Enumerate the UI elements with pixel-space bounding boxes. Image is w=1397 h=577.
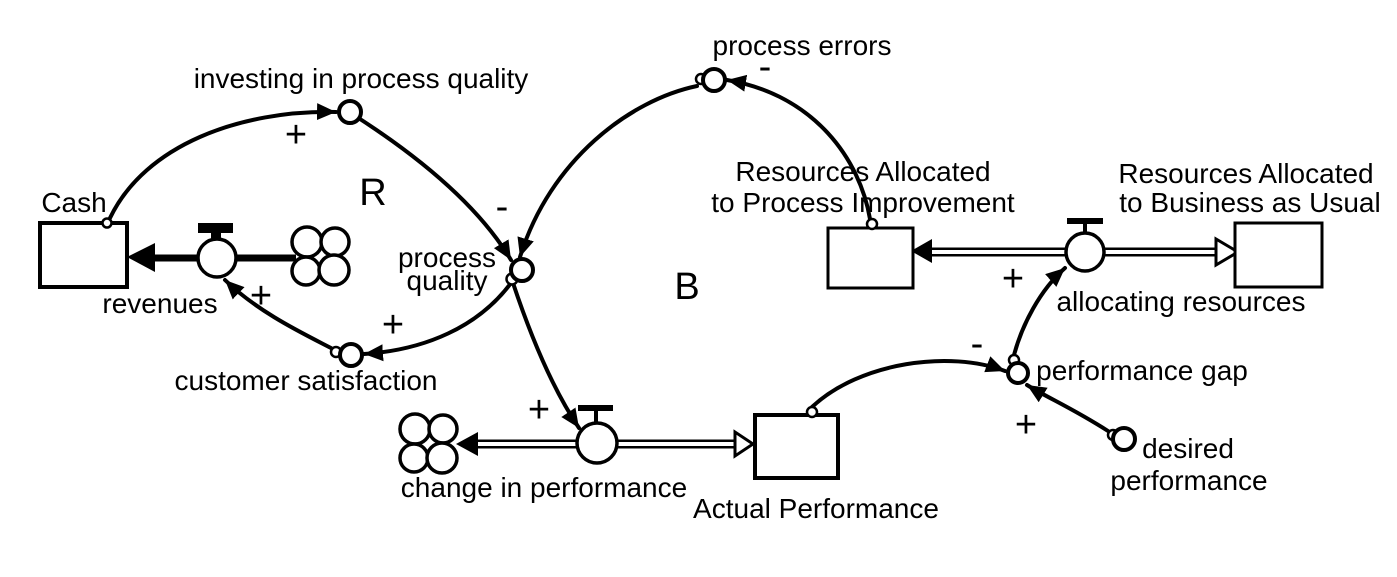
stock-resources-allocated-to-process-improvement — [826, 226, 915, 290]
node-desired-performance — [1111, 426, 1137, 452]
link-resources-improvement-to-process-errors — [725, 74, 872, 221]
link-performance-gap-to-allocating-resources — [1012, 266, 1067, 357]
stock-label-resources-process-improvement-line2: to Process Improvement — [711, 187, 1015, 218]
variable-label-desired-performance-line2: performance — [1110, 465, 1267, 496]
loop-label-balancing: B — [674, 266, 699, 308]
variable-label-investing-in-process-quality: investing in process quality — [194, 63, 529, 94]
node-process-errors — [701, 67, 727, 93]
polarity-sign-satisfaction-to-revenues: + — [250, 275, 272, 317]
takeoff-dot-actual-performance — [805, 405, 819, 419]
flow-label-revenues: revenues — [102, 288, 217, 319]
valve-icon-allocating-resources — [1064, 218, 1106, 273]
flow-hollow-arrowhead-into-actual-performance-stock — [733, 429, 756, 459]
polarity-sign-resources-to-errors: - — [759, 46, 772, 88]
polarity-sign-quality-to-change: + — [528, 389, 550, 431]
link-actual-performance-to-performance-gap — [810, 356, 1007, 409]
polarity-sign-desired-to-gap: + — [1015, 404, 1037, 446]
takeoff-dot-cash — [101, 217, 113, 229]
variable-label-customer-satisfaction: customer satisfaction — [175, 365, 438, 396]
cloud-icon-performance-source — [398, 412, 459, 475]
stock-label-resources-process-improvement-line1: Resources Allocated — [735, 156, 990, 187]
polarity-sign-actual-to-gap: - — [971, 323, 984, 365]
stock-cash — [38, 221, 129, 289]
flow-label-allocating-resources: allocating resources — [1056, 286, 1305, 317]
polarity-sign-quality-to-satisfaction: + — [382, 304, 404, 346]
polarity-sign-cash-to-investing: + — [285, 114, 307, 156]
flow-arrowhead-into-cash — [127, 243, 155, 272]
link-process-quality-to-change-in-performance — [511, 281, 581, 430]
loop-label-reinforcing: R — [359, 172, 386, 214]
link-cash-to-investing — [108, 103, 338, 220]
flow-hollow-arrowhead-into-business-as-usual-stock — [1214, 236, 1241, 268]
link-desired-performance-to-performance-gap — [1025, 383, 1110, 433]
link-investing-to-process-quality — [358, 117, 513, 262]
stock-label-cash: Cash — [41, 187, 106, 218]
link-customer-satisfaction-to-revenues — [223, 278, 333, 350]
link-process-errors-to-process-quality — [517, 84, 699, 259]
valve-icon-revenues — [196, 223, 238, 279]
takeoff-dot-resources-improvement — [865, 217, 879, 231]
stock-actual-performance — [753, 413, 840, 480]
node-performance-gap — [1006, 361, 1030, 385]
stock-label-actual-performance: Actual Performance — [693, 493, 939, 524]
link-process-quality-to-customer-satisfaction — [362, 281, 513, 362]
node-customer-satisfaction — [338, 342, 364, 368]
valve-icon-change-in-performance — [575, 405, 619, 465]
variable-label-process-quality-line2: quality — [407, 265, 488, 296]
cloud-icon-revenues-source — [290, 225, 351, 287]
variable-label-desired-performance-line1: desired — [1142, 433, 1234, 464]
node-process-quality — [509, 257, 535, 283]
stock-label-resources-business-as-usual-line1: Resources Allocated — [1118, 158, 1373, 189]
polarity-sign-gap-to-allocating: + — [1002, 258, 1024, 300]
stock-label-resources-business-as-usual-line2: to Business as Usual — [1119, 187, 1380, 218]
stock-resources-allocated-to-business-as-usual — [1233, 221, 1324, 289]
flow-arrowhead-into-process-improvement-stock — [911, 239, 932, 263]
flow-label-change-in-performance: change in performance — [401, 472, 687, 503]
node-investing-in-process-quality — [337, 99, 363, 125]
variable-label-process-errors: process errors — [713, 30, 892, 61]
variable-label-performance-gap: performance gap — [1036, 355, 1248, 386]
variable-label-process-quality-line1: process — [398, 242, 496, 273]
polarity-sign-errors-to-quality: - — [496, 186, 509, 228]
flow-arrowhead-into-cloud — [456, 432, 478, 456]
